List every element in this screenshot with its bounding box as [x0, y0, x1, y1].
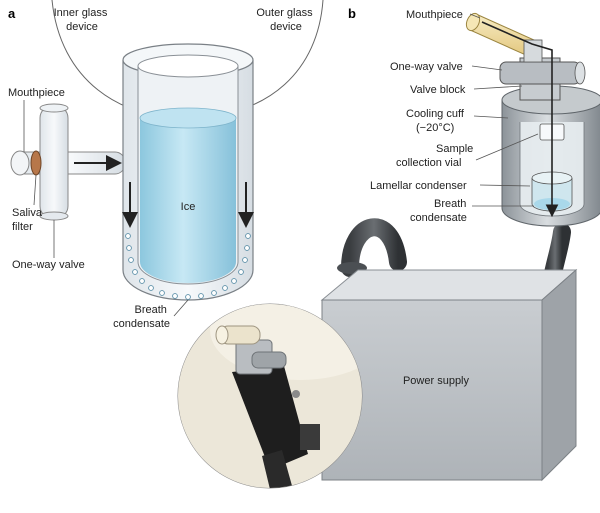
- ice-fill: [140, 118, 236, 283]
- leader-mouthpiece-b: [469, 13, 481, 19]
- label-breath-condensate-a: Breath condensate: [113, 304, 170, 330]
- leader-breath-condensate-a: [173, 299, 189, 317]
- label-one-way-valve-b: One-way valve: [390, 61, 463, 73]
- label-saliva-filter: Saliva filter: [12, 207, 45, 233]
- panel-a-letter: a: [8, 6, 16, 21]
- label-breath-condensate-b: Breath condensate: [410, 198, 469, 224]
- label-lamellar-condenser: Lamellar condenser: [370, 180, 467, 192]
- label-valve-block: Valve block: [410, 84, 466, 96]
- device-photo-inset: [177, 303, 363, 489]
- saliva-filter-disc: [30, 150, 42, 176]
- label-inner-glass-device: Inner glass device: [54, 7, 111, 33]
- label-mouthpiece-a: Mouthpiece: [8, 87, 65, 99]
- glass-condenser: [122, 43, 254, 301]
- leader-one-way-valve-b: [471, 65, 503, 71]
- label-one-way-valve-a: One-way valve: [12, 259, 85, 271]
- leader-lamellar-condenser: [479, 184, 531, 187]
- one-way-valve-tube: [39, 105, 69, 219]
- leader-saliva-filter: [33, 174, 37, 206]
- leader-sample-vial: [475, 133, 539, 161]
- panel-b-letter: b: [348, 6, 356, 21]
- hose-left: [341, 218, 407, 277]
- leader-cooling-cuff: [473, 115, 509, 119]
- label-sample-collection-vial: Sample collection vial: [396, 143, 476, 169]
- label-power-supply: Power supply: [403, 375, 470, 387]
- label-cooling-cuff: Cooling cuff (−20°C): [406, 108, 467, 134]
- label-mouthpiece-b: Mouthpiece: [406, 9, 463, 21]
- mouthpiece-assembly: [10, 103, 126, 221]
- mouthpiece-opening: [10, 150, 30, 176]
- label-outer-glass-device: Outer glass device: [256, 7, 315, 33]
- one-way-valve-b: [499, 61, 581, 85]
- condensate-droplets: [125, 233, 251, 300]
- leader-valve-block: [473, 85, 523, 90]
- label-ice: Ice: [181, 201, 196, 213]
- flow-arrow-b: [481, 21, 559, 218]
